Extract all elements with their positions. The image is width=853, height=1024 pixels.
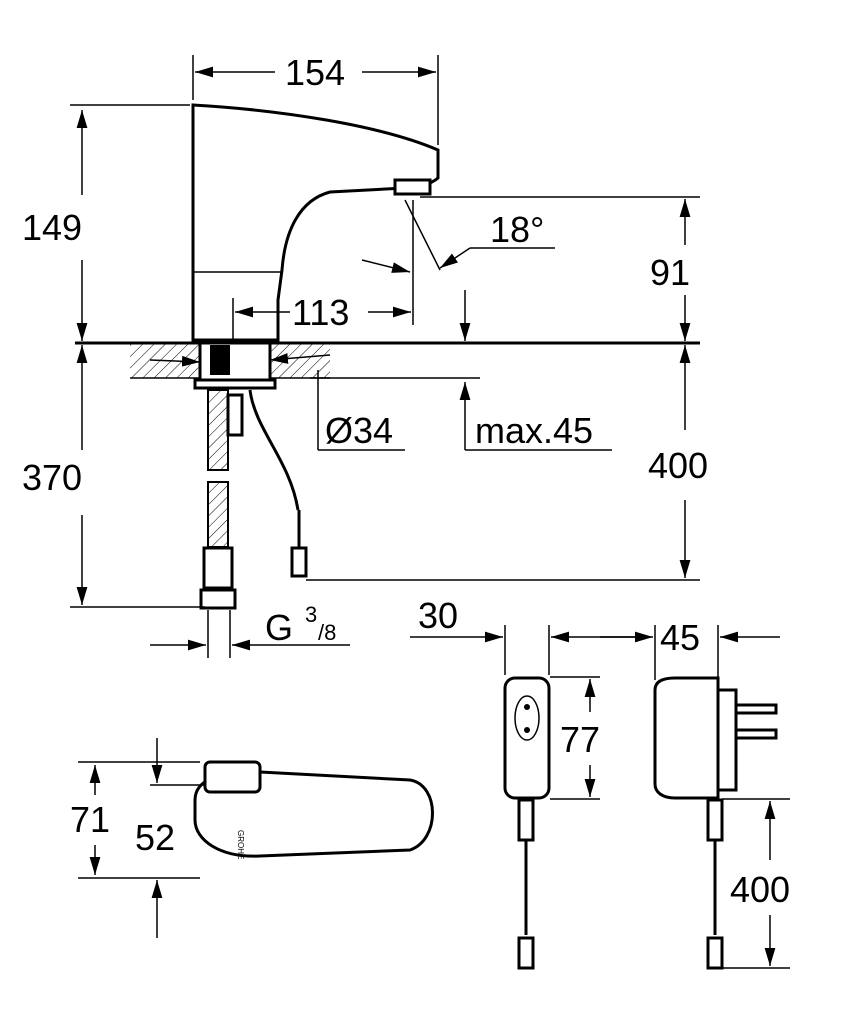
dim-77: 77 — [560, 719, 600, 760]
faucet-side-view — [191, 103, 441, 342]
dim-71: 71 — [70, 799, 110, 840]
dim-30: 30 — [418, 595, 458, 636]
adapter-side-view — [600, 625, 790, 970]
dim-154: 154 — [285, 52, 345, 93]
dim-45: 45 — [660, 617, 700, 658]
dim-thread-den: /8 — [318, 620, 336, 645]
dimension-lines — [70, 55, 700, 658]
dim-400-cable: 400 — [648, 445, 708, 486]
dim-thread-g: G — [265, 607, 293, 648]
dim-400-adapter: 400 — [730, 869, 790, 910]
grohe-logo: GROHE — [236, 830, 245, 859]
dim-max-45: max.45 — [475, 410, 593, 451]
dim-thread-num: 3 — [305, 602, 317, 627]
dim-diameter-34: Ø34 — [325, 410, 393, 451]
dim-18-deg: 18° — [490, 209, 544, 250]
counter-section — [75, 341, 700, 390]
dim-52: 52 — [135, 817, 175, 858]
faucet-top-view: GROHE — [78, 738, 434, 938]
dim-149: 149 — [22, 207, 82, 248]
dim-370: 370 — [22, 457, 82, 498]
dim-113: 113 — [292, 292, 349, 333]
adapter-front-view — [410, 625, 650, 970]
dim-91: 91 — [650, 252, 690, 293]
hose-and-cable — [199, 389, 308, 610]
